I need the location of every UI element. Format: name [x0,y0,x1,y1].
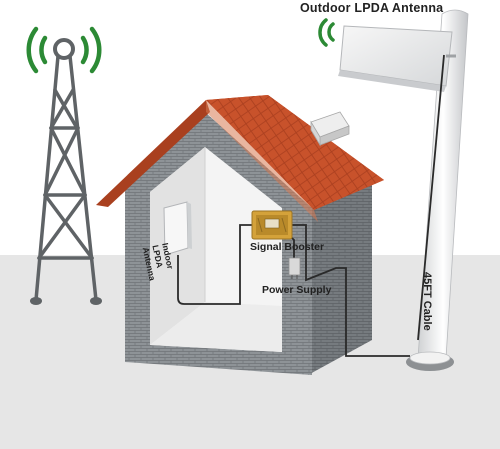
booster-device-icon [251,210,293,240]
cable-icon [177,54,445,357]
mast-pole-icon [406,9,469,371]
house-icon [96,95,384,375]
cable-length-label: 45FT Cable [421,272,433,331]
signal-wave-icon [26,26,102,74]
signal-booster-label: Signal Booster [250,241,325,253]
outdoor-antenna-label: Outdoor LPDA Antenna [300,1,444,15]
outdoor-signal-wave-icon [318,18,335,47]
power-adapter-icon [288,257,301,279]
cell-tower-icon [30,38,102,305]
antenna-panel-icon [338,25,456,92]
power-supply-label: Power Supply [262,284,332,296]
indoor-antenna-icon [163,201,192,256]
